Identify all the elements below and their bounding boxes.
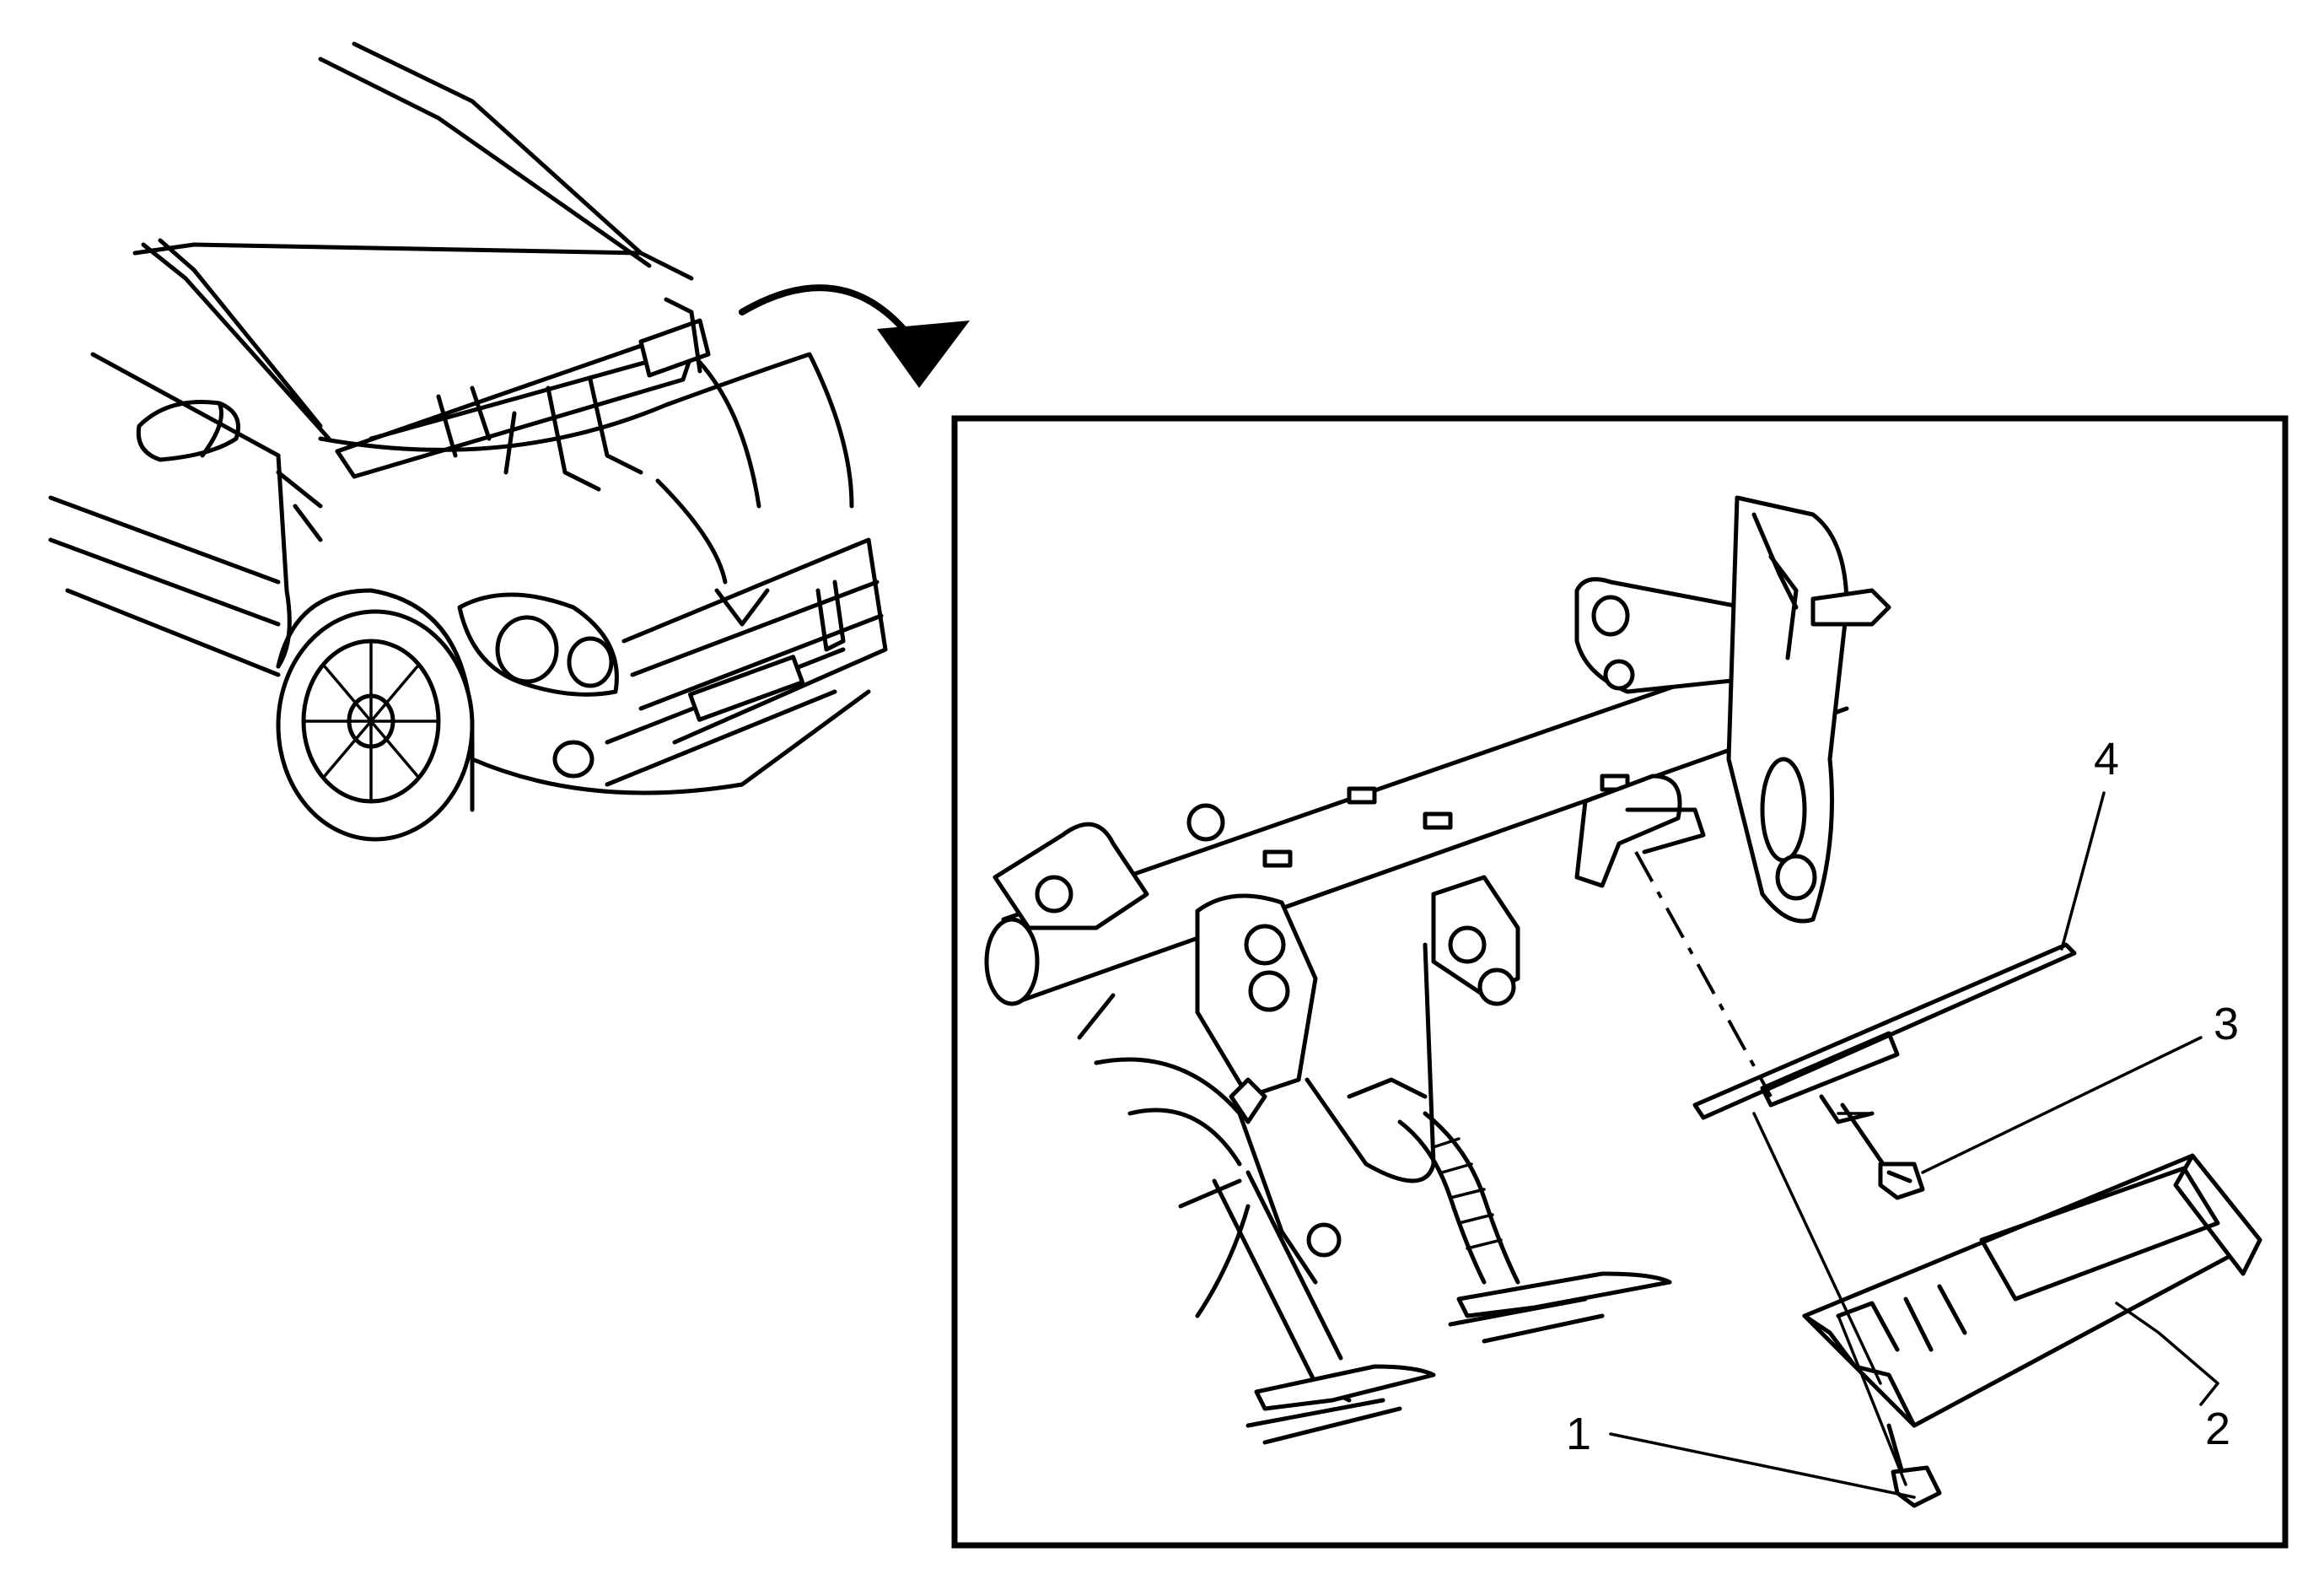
pointer-arrow: [739, 284, 970, 388]
mounting-bracket-4: [1692, 942, 2077, 1124]
callout-3: 3: [1921, 999, 2239, 1174]
alignment-lines: [1634, 851, 1907, 1486]
callout-1-label: 1: [1566, 1409, 1591, 1459]
module-2: [1802, 1153, 2262, 1428]
vehicle-overview: [48, 41, 888, 842]
cross-car-beam: [984, 495, 1891, 1445]
callout-1: 1: [1566, 1409, 1916, 1499]
callout-4: 4: [2060, 734, 2119, 951]
callout-3-label: 3: [2214, 999, 2239, 1049]
callout-4-label: 4: [2094, 734, 2119, 784]
callout-2-label: 2: [2205, 1404, 2230, 1454]
screw-3: [1840, 1102, 1925, 1200]
detail-frame: [951, 415, 2289, 1549]
callout-2: 2: [2115, 1302, 2230, 1454]
